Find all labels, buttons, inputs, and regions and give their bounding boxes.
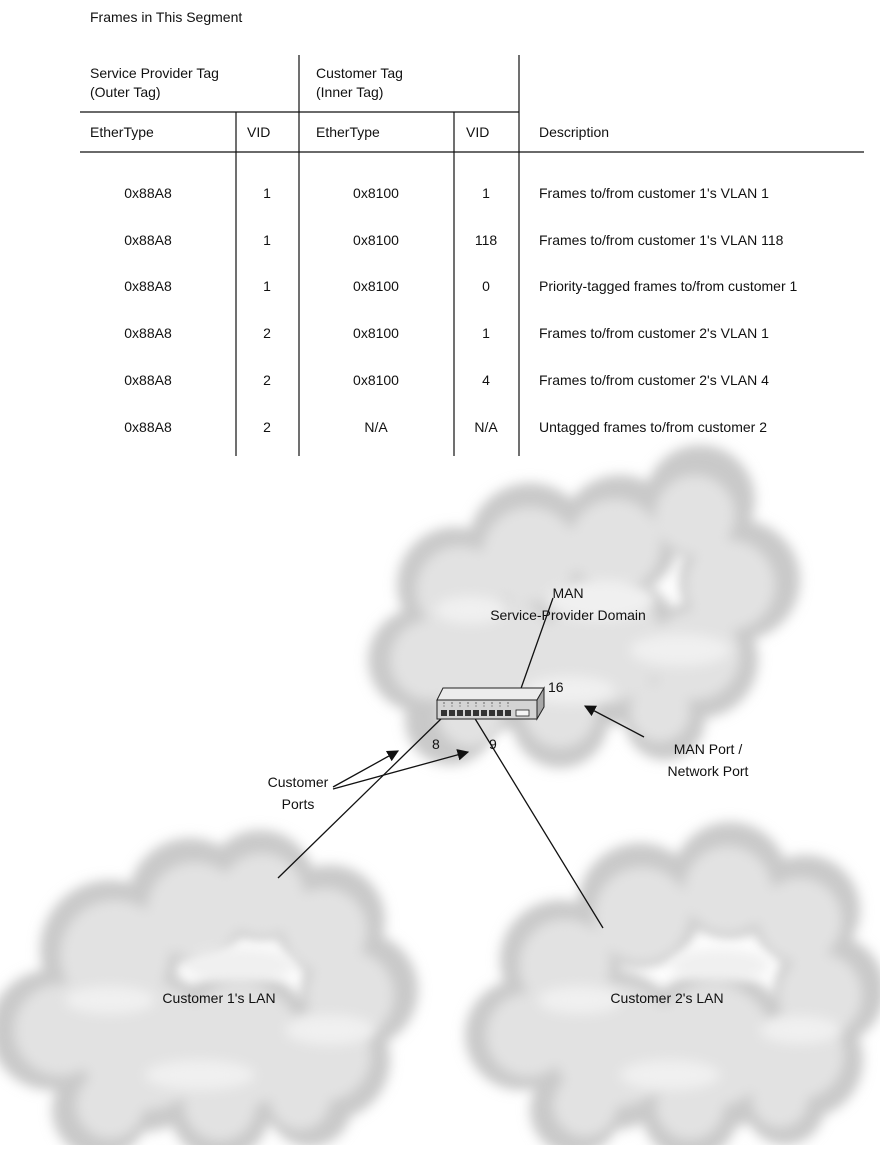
switch-led [459,702,461,704]
switch-led [507,705,509,707]
table-row: 0x88A8 2 0x8100 4 Frames to/from custome… [124,372,769,388]
switch-led [443,702,445,704]
cell-inner-vid: 1 [482,325,490,341]
group-header-inner-line1: Customer Tag [316,65,403,81]
switch-top [437,688,544,700]
port-8-label: 8 [432,736,440,752]
switch-led [491,705,493,707]
switch-led [507,702,509,704]
table-row: 0x88A8 2 N/A N/A Untagged frames to/from… [124,419,767,435]
cell-inner-vid: 0 [482,278,490,294]
cell-inner-ethertype: 0x8100 [353,325,399,341]
switch-port [457,710,463,716]
man-cloud-label-line2: Service-Provider Domain [490,607,646,623]
cell-outer-vid: 1 [263,278,271,294]
man-port-label-line1: MAN Port / [674,741,743,757]
cell-outer-ethertype: 0x88A8 [124,325,172,341]
cell-outer-vid: 2 [263,325,271,341]
switch-device [437,688,544,719]
table-row: 0x88A8 1 0x8100 1 Frames to/from custome… [124,185,769,201]
cell-inner-ethertype: N/A [364,419,388,435]
cell-outer-ethertype: 0x88A8 [124,372,172,388]
switch-led [459,705,461,707]
switch-port [505,710,511,716]
cell-description: Frames to/from customer 2's VLAN 1 [539,325,769,341]
man-cloud-label-line1: MAN [552,585,583,601]
customer2-cloud [465,822,880,1145]
group-header-outer-line1: Service Provider Tag [90,65,219,81]
cell-inner-vid: 1 [482,185,490,201]
column-header-outer-ethertype: EtherType [90,124,154,140]
cell-outer-vid: 1 [263,232,271,248]
cell-outer-vid: 2 [263,419,271,435]
switch-led [467,702,469,704]
cell-description: Frames to/from customer 1's VLAN 118 [539,232,784,248]
cell-outer-ethertype: 0x88A8 [124,278,172,294]
switch-led [483,705,485,707]
customer1-cloud [0,830,418,1145]
switch-port [473,710,479,716]
group-header-inner-line2: (Inner Tag) [316,84,383,100]
cell-inner-vid: N/A [474,419,498,435]
cell-inner-vid: 4 [482,372,490,388]
switch-led [451,705,453,707]
cell-inner-ethertype: 0x8100 [353,232,399,248]
customer-ports-label-line2: Ports [282,796,315,812]
cell-inner-ethertype: 0x8100 [353,278,399,294]
cell-inner-ethertype: 0x8100 [353,185,399,201]
man-port-label-line2: Network Port [668,763,749,779]
switch-port [489,710,495,716]
column-header-description: Description [539,124,609,140]
arrow-to-port-9 [333,752,468,789]
switch-port [465,710,471,716]
table-body: 0x88A8 1 0x8100 1 Frames to/from custome… [124,185,797,435]
cell-description: Untagged frames to/from customer 2 [539,419,767,435]
table-row: 0x88A8 2 0x8100 1 Frames to/from custome… [124,325,769,341]
customer2-lan-label: Customer 2's LAN [610,990,723,1006]
cell-description: Frames to/from customer 2's VLAN 4 [539,372,769,388]
cell-description: Priority-tagged frames to/from customer … [539,278,798,294]
table-row: 0x88A8 1 0x8100 0 Priority-tagged frames… [124,278,797,294]
column-header-outer-vid: VID [247,124,270,140]
switch-led [483,702,485,704]
switch-port [441,710,447,716]
switch-ports [441,710,511,716]
group-header-outer-line2: (Outer Tag) [90,84,161,100]
switch-led [475,705,477,707]
switch-led [499,705,501,707]
switch-led [467,705,469,707]
arrow-to-port-8 [333,751,398,787]
port-9-label: 9 [489,736,497,752]
frames-table: Frames in This Segment Service Provider … [80,9,864,456]
port-16-label: 16 [548,679,564,695]
customer1-lan-label: Customer 1's LAN [162,990,275,1006]
cell-outer-vid: 1 [263,185,271,201]
switch-led [443,705,445,707]
switch-port [481,710,487,716]
switch-led [499,702,501,704]
customer-ports-label-line1: Customer [268,774,329,790]
cell-outer-ethertype: 0x88A8 [124,419,172,435]
cell-inner-vid: 118 [475,232,498,248]
cell-inner-ethertype: 0x8100 [353,372,399,388]
switch-led [451,702,453,704]
column-header-inner-ethertype: EtherType [316,124,380,140]
cell-outer-vid: 2 [263,372,271,388]
switch-led [491,702,493,704]
cell-description: Frames to/from customer 1's VLAN 1 [539,185,769,201]
switch-uplink-port [516,710,529,716]
cell-outer-ethertype: 0x88A8 [124,185,172,201]
section-title: Frames in This Segment [90,9,242,25]
switch-port [449,710,455,716]
switch-led [475,702,477,704]
column-header-inner-vid: VID [466,124,489,140]
cell-outer-ethertype: 0x88A8 [124,232,172,248]
switch-port [497,710,503,716]
